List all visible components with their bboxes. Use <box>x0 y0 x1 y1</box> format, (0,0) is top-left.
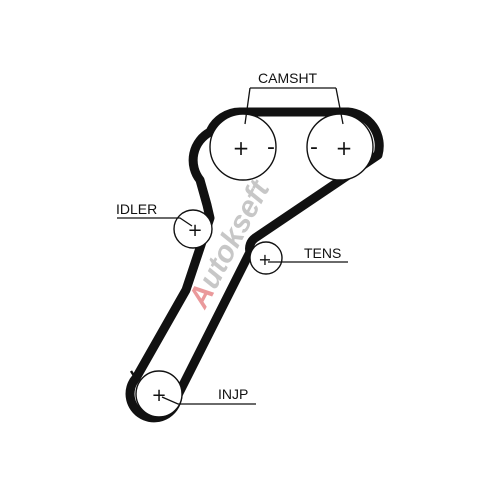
injection-pump-leader <box>161 396 256 405</box>
label-tensioner: TENS <box>304 245 341 261</box>
camshaft-right-plus: + <box>336 136 353 160</box>
injection-pump-plus: + <box>151 385 166 406</box>
tensioner-plus: + <box>258 250 271 269</box>
camshaft-pulley-left <box>209 113 277 181</box>
camshaft-pulley-right <box>306 113 374 181</box>
idler-plus: + <box>187 220 202 241</box>
camshaft-right-minus: - <box>310 135 318 160</box>
idler-leader <box>117 217 193 227</box>
timing-mark <box>129 370 138 380</box>
camshaft-left-plus: + <box>233 136 250 160</box>
injection-pump-pulley <box>135 370 183 418</box>
camshaft-leader <box>244 87 344 125</box>
timing-belt <box>125 107 384 423</box>
label-idler: IDLER <box>116 201 157 217</box>
camshaft-left-minus: - <box>267 135 275 160</box>
label-injection-pump: INJP <box>218 386 248 402</box>
idler-pulley <box>173 209 213 249</box>
label-camshaft: CAMSHT <box>258 70 318 86</box>
tensioner-pulley <box>249 241 283 275</box>
